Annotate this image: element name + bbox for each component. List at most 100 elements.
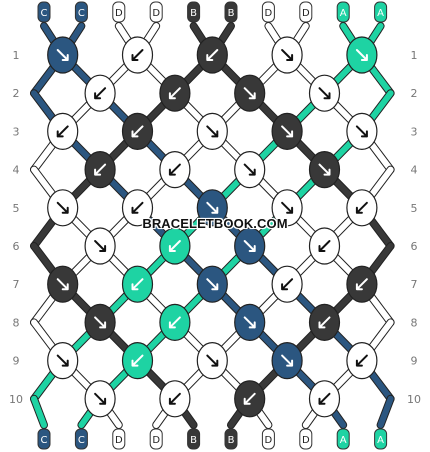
knot [308,303,341,341]
knot [271,112,303,150]
bottom-string-label: D [302,435,310,446]
arrow-down-right-icon [56,49,69,61]
knot [271,342,303,380]
arrow-down-right-icon [243,163,256,176]
arrow-down-right-icon [281,125,294,138]
arrow-down-right-icon [281,49,294,61]
knot [308,380,341,418]
arrow-down-right-icon [94,392,107,405]
row-label-left: 8 [13,316,20,329]
thread-segment [31,395,47,428]
top-string: A [336,1,350,23]
top-string-label: A [340,8,347,19]
knot [346,112,378,150]
knot [121,112,154,150]
knot [196,265,228,303]
top-string-label: D [302,8,310,19]
bottom-string-pin [112,428,126,450]
top-string-pin [224,1,238,23]
arrow-down-left-icon [94,87,107,100]
bottom-string: D [112,428,126,450]
top-string: B [187,1,201,23]
bottom-string-pin [374,428,388,450]
bottom-string: A [336,428,350,450]
top-string: C [37,1,51,23]
knot [121,342,154,380]
arrow-down-left-icon [168,316,181,329]
bottom-string-pin [224,428,238,450]
arrow-down-right-icon [355,125,368,138]
top-string-pin [37,1,51,23]
arrow-down-right-icon [94,240,107,252]
top-string-pin [187,1,201,23]
bottom-string-pin [187,428,201,450]
bottom-string-pin [299,428,313,450]
row-label-right: 4 [411,164,418,177]
knot [84,74,116,112]
arrow-down-left-icon [206,49,219,61]
knot [196,342,228,380]
top-string-label: B [228,8,235,19]
knot [84,227,116,265]
knot [159,151,191,189]
knot [196,189,228,227]
bottom-string-label: A [377,435,384,446]
top-string-label: D [115,8,123,19]
bottom-string: C [74,428,88,450]
knot [47,342,79,380]
bottom-string-label: D [152,435,160,446]
knot [234,303,266,341]
knot [234,74,266,112]
knot [121,265,154,303]
knot [234,151,266,189]
knot [196,36,228,74]
row-label-right: 1 [411,49,418,62]
knot [346,265,378,303]
bottom-string-label: D [265,435,273,446]
arrow-down-right-icon [206,125,219,138]
knot [196,112,228,150]
top-string-pin [74,1,88,23]
knot [84,380,116,418]
arrow-down-right-icon [243,87,256,100]
bottom-string: D [149,428,163,450]
top-string-pin [299,1,313,23]
top-string: D [261,1,275,23]
arrow-down-right-icon [206,201,219,214]
row-label-right: 5 [411,202,418,215]
bottom-string-label: B [190,435,197,446]
bottom-string-label: D [115,435,123,446]
top-string: A [374,1,388,23]
arrow-down-left-icon [131,125,144,138]
arrow-down-left-icon [168,240,181,252]
row-label-right: 10 [407,393,421,406]
row-label-left: 6 [13,240,20,253]
top-string: C [74,1,88,23]
bottom-string-label: A [340,435,347,446]
arrow-down-left-icon [355,354,368,367]
arrow-down-left-icon [318,392,331,405]
knot [159,74,191,112]
arrow-down-right-icon [243,316,256,329]
knot [159,380,191,418]
knot [84,303,116,341]
arrow-down-right-icon [56,278,69,291]
row-label-left: 3 [13,125,20,138]
top-string: D [299,1,313,23]
knot [84,151,116,189]
arrow-down-right-icon [94,316,107,329]
arrow-down-left-icon [131,49,144,61]
top-string: D [149,1,163,23]
row-label-right: 6 [411,240,418,253]
knot [47,36,79,74]
bottom-string: A [374,428,388,450]
knot [308,227,341,265]
bottom-string-label: C [41,435,48,446]
arrow-down-right-icon [56,201,69,214]
knot [271,265,303,303]
arrow-down-right-icon [281,354,294,367]
arrow-down-right-icon [318,163,331,176]
bottom-string-pin [74,428,88,450]
